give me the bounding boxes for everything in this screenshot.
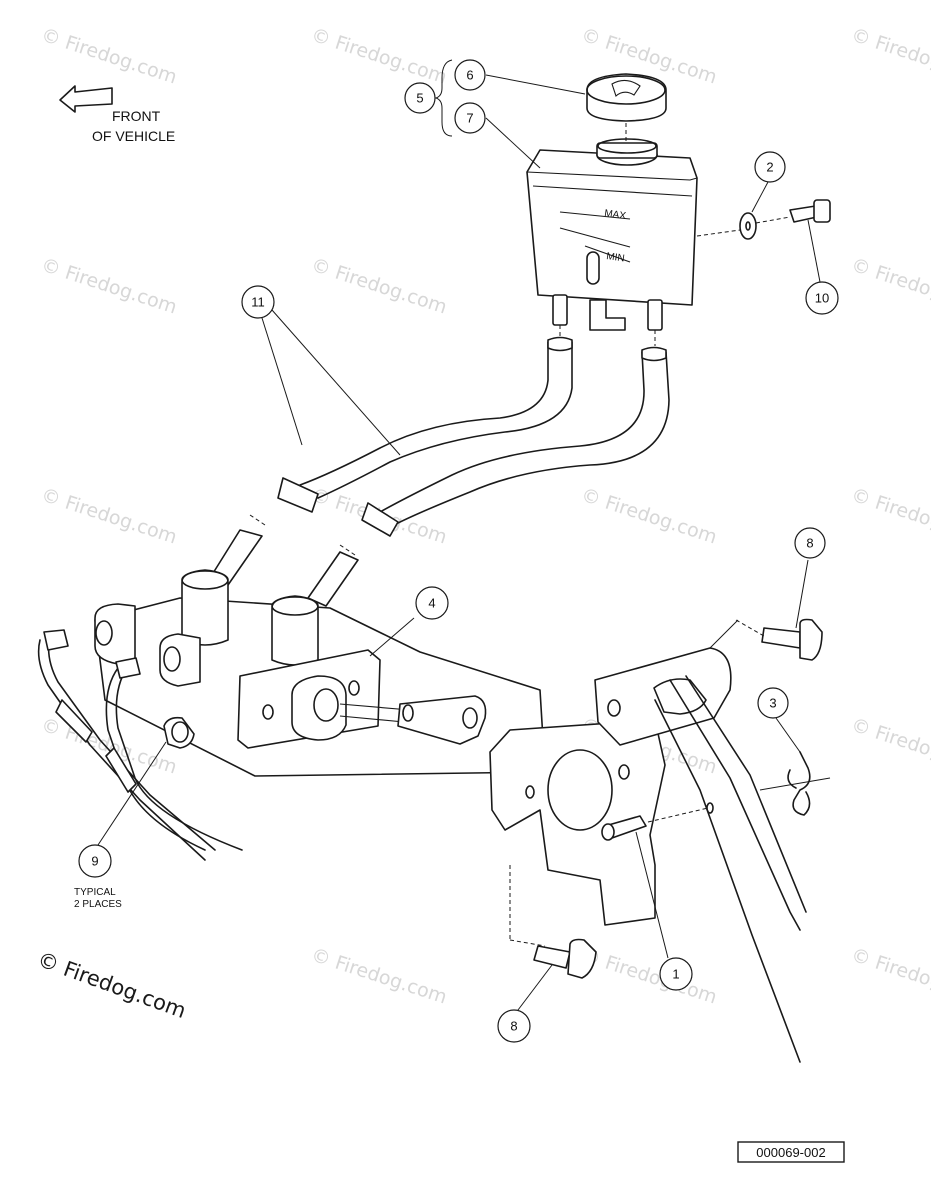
typical-note-line2: 2 PLACES xyxy=(74,899,122,910)
reservoir-max-label: MAX xyxy=(604,208,627,222)
watermark: © Firedog.com xyxy=(848,484,931,549)
clevis-pin xyxy=(601,815,647,841)
svg-text:8: 8 xyxy=(806,536,813,551)
callout-11: 11 xyxy=(241,285,275,319)
mounting-bracket xyxy=(489,647,732,947)
svg-text:11: 11 xyxy=(251,295,265,310)
callout-6: 6 xyxy=(454,59,486,91)
front-label-line2: OF VEHICLE xyxy=(92,128,175,144)
hose-fittings xyxy=(209,529,359,607)
watermark: © Firedog.com xyxy=(38,254,179,319)
callout-5: 5 xyxy=(404,82,436,114)
bolt-upper xyxy=(761,618,823,661)
fitting-screw xyxy=(163,716,195,749)
watermark: © Firedog.com xyxy=(578,944,719,1009)
watermark: © Firedog.com xyxy=(38,484,179,549)
mounting-screw xyxy=(789,199,831,223)
callout-4: 4 xyxy=(415,586,449,620)
svg-text:3: 3 xyxy=(769,696,776,711)
hairpin-clip xyxy=(759,751,831,816)
callout-8-upper: 8 xyxy=(794,527,826,559)
typical-note-line1: TYPICAL xyxy=(74,887,116,898)
watermark: © Firedog.com xyxy=(848,944,931,1009)
svg-text:4: 4 xyxy=(428,596,435,611)
watermark: © Firedog.com xyxy=(578,484,719,549)
watermark: © Firedog.com xyxy=(308,254,449,319)
callout-2: 2 xyxy=(754,151,786,183)
brake-lines xyxy=(37,629,243,861)
bolt-lower xyxy=(533,938,597,979)
firedog-watermark: © Firedog.com xyxy=(34,947,189,1023)
watermark: © Firedog.com xyxy=(38,24,179,89)
front-of-vehicle-indicator: FRONT OF VEHICLE xyxy=(59,85,175,144)
callout-1: 1 xyxy=(659,957,693,991)
pedal-rod xyxy=(654,675,807,1063)
svg-text:2: 2 xyxy=(766,160,773,175)
leader-lines xyxy=(97,59,821,1011)
watermark: © Firedog.com xyxy=(848,24,931,89)
svg-text:5: 5 xyxy=(416,91,423,106)
reservoir-min-label: MIN xyxy=(606,251,626,264)
watermark: © Firedog.com xyxy=(308,944,449,1009)
callout-3: 3 xyxy=(757,687,789,719)
watermark: © Firedog.com xyxy=(848,254,931,319)
watermark: © Firedog.com xyxy=(308,24,449,89)
drawing-number-box: 000069-002 xyxy=(737,1141,845,1163)
reservoir-cap xyxy=(586,73,667,122)
washer xyxy=(739,212,757,240)
watermark: © Firedog.com xyxy=(848,714,931,779)
master-cylinder xyxy=(94,569,546,777)
svg-text:7: 7 xyxy=(466,111,473,126)
arrow-left-icon xyxy=(59,85,113,113)
fluid-reservoir: MAX MIN xyxy=(526,138,698,346)
svg-text:9: 9 xyxy=(91,854,98,869)
svg-text:6: 6 xyxy=(466,68,473,83)
drawing-number: 000069-002 xyxy=(756,1145,825,1160)
hose-assembly xyxy=(249,336,670,556)
callout-9: 9 xyxy=(78,844,112,878)
svg-text:1: 1 xyxy=(672,967,679,982)
svg-text:10: 10 xyxy=(815,291,829,306)
callout-7: 7 xyxy=(454,102,486,134)
callout-8-lower: 8 xyxy=(497,1009,531,1043)
front-label-line1: FRONT xyxy=(112,108,161,124)
callout-10: 10 xyxy=(805,281,839,315)
watermark-group: © Firedog.com © Firedog.com © Firedog.co… xyxy=(38,24,931,1009)
svg-text:8: 8 xyxy=(510,1019,517,1034)
